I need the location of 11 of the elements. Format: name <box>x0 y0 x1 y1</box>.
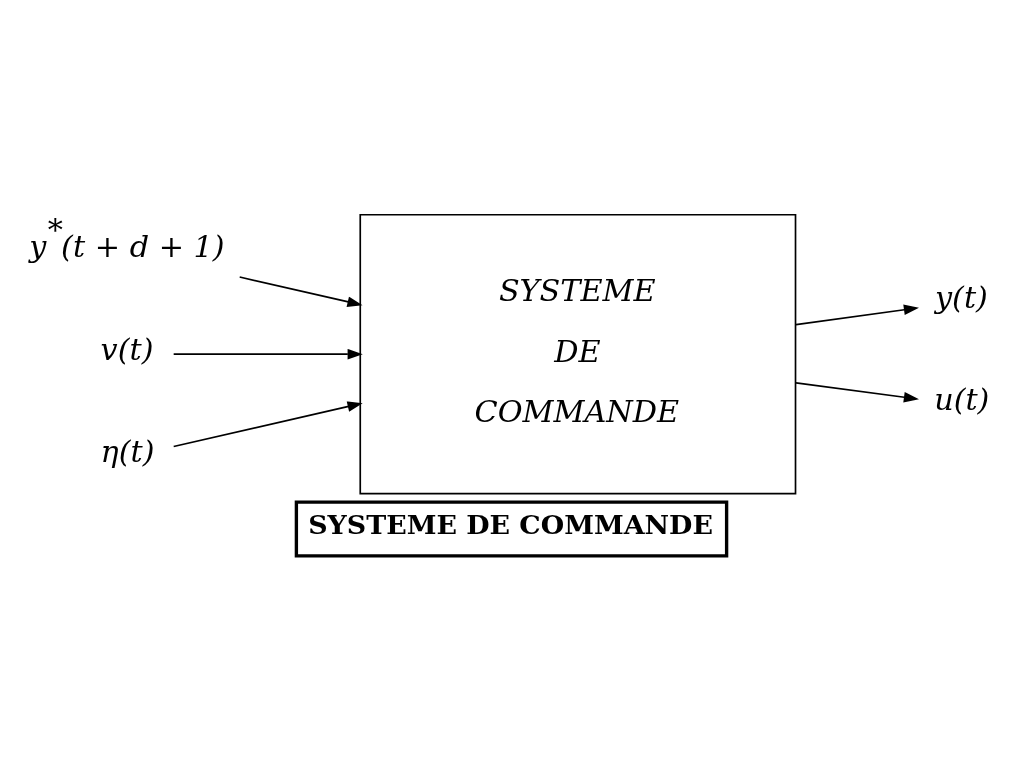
arrow <box>172 348 363 359</box>
node-text: v(t) <box>100 331 154 367</box>
arrow <box>795 304 919 325</box>
caption: SYSTEME DE COMMANDE <box>308 508 713 540</box>
arrow <box>238 275 363 307</box>
node-text: u(t) <box>934 381 990 417</box>
arrow <box>795 381 919 402</box>
node-box: SYSTEME DE COMMANDE <box>359 213 797 495</box>
node-text: η(t) <box>100 433 155 469</box>
node-text: y(t) <box>935 279 988 315</box>
arrow <box>172 400 363 447</box>
